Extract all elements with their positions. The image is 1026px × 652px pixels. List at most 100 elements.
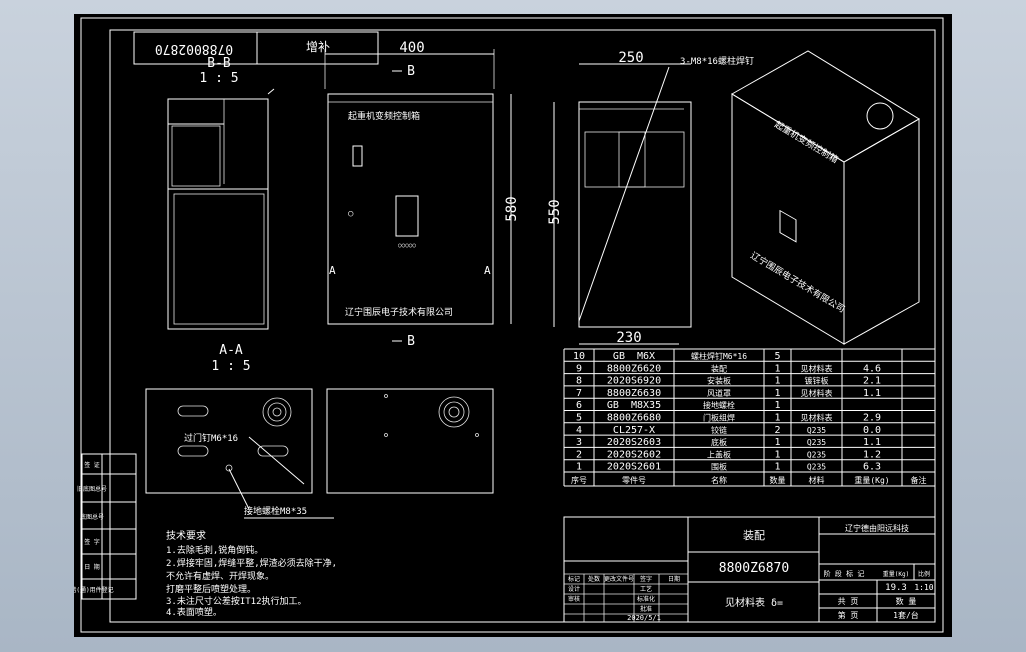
section-a-right: A xyxy=(484,264,491,277)
bom-cell-qty: 1 xyxy=(774,363,780,374)
qty-label: 数 量 xyxy=(896,596,917,606)
bom-cell-qty: 1 xyxy=(774,400,780,411)
rev-header-4: 日期 xyxy=(668,575,680,583)
section-bb-scale: 1 : 5 xyxy=(199,71,238,86)
title-block: 标记 处数 更改文件号 签字 日期 设计 审核 工艺 标准化 批准 2020/5… xyxy=(563,516,936,623)
bom-cell-no: 8 xyxy=(576,376,582,387)
left-strip: 签 证 旧底图总号 底图总号 签 字 日 期 借(通)用件登记 xyxy=(74,453,137,600)
section-a-left: A xyxy=(329,264,336,277)
bom-header-weight: 重量(Kg) xyxy=(854,475,889,485)
title-name: 装配 xyxy=(743,529,765,542)
bom-cell-no: 2 xyxy=(576,449,582,460)
bom-cell-no: 9 xyxy=(576,363,582,374)
strip-label-2: 底图总号 xyxy=(80,513,104,521)
bom-cell-weight: 6.3 xyxy=(863,462,881,473)
bom-cell-code: 2020S6920 xyxy=(607,376,661,387)
dim-front-height: 580 xyxy=(504,196,520,221)
tech-line-3: 打磨平整后喷塑处理。 xyxy=(166,583,256,595)
strip-label-5: 借(通)用件登记 xyxy=(74,586,114,594)
section-aa-scale: 1 : 5 xyxy=(211,359,250,374)
rev-header-2: 更改文件号 xyxy=(604,575,634,583)
svg-text:○○○○○: ○○○○○ xyxy=(398,242,416,249)
bom-cell-name: 围板 xyxy=(711,462,727,472)
svg-text:○: ○ xyxy=(348,209,354,219)
bom-cell-qty: 1 xyxy=(774,388,780,399)
stage-label: 阶 段 标 记 xyxy=(824,569,865,578)
dim-side-bottom: 230 xyxy=(616,330,641,346)
strip-label-3: 签 字 xyxy=(84,538,100,546)
section-bb-view: B-B 1 : 5 xyxy=(167,56,275,330)
bom-cell-no: 3 xyxy=(576,437,582,448)
bom-cell-code: GB_ M8X35 xyxy=(607,400,661,411)
bom-cell-no: 5 xyxy=(576,413,582,424)
bom-cell-material: Q235 xyxy=(807,463,826,472)
dim-side-width: 250 xyxy=(618,50,643,66)
bom-header-name: 名称 xyxy=(711,475,727,485)
bom-cell-material: Q235 xyxy=(807,450,826,459)
strip-label-1: 旧底图总号 xyxy=(77,485,107,493)
title-date: 2020/5/1 xyxy=(627,614,661,622)
outer-frame xyxy=(80,17,944,633)
bom-cell-code: GB_ M6X xyxy=(613,351,655,362)
tech-line-5: 4.表面喷塑。 xyxy=(166,606,222,618)
bom-cell-code: 8800Z6680 xyxy=(607,413,661,424)
bom-cell-no: 1 xyxy=(576,462,582,473)
bom-cell-code: 8800Z6630 xyxy=(607,388,661,399)
role-4: 批准 xyxy=(640,605,652,613)
rev-header-1: 处数 xyxy=(588,575,600,583)
section-aa-view: A-A 1 : 5 过门钉M6*16 接地螺栓M8*35 xyxy=(145,343,334,519)
bom-header-qty: 数量 xyxy=(770,475,786,485)
iso-title: 起重机变频控制箱 xyxy=(772,118,840,165)
bom-cell-weight: 1.2 xyxy=(863,449,881,460)
cad-drawing: 0788002870 增补 B-B 1 : 5 400 B 起重机变频控制箱 ○… xyxy=(74,17,944,633)
bom-cell-qty: 1 xyxy=(774,437,780,448)
tech-heading: 技术要求 xyxy=(166,529,206,542)
title-company: 辽宁德由阳远科技 xyxy=(845,523,909,533)
bom-cell-name: 风道罩 xyxy=(707,388,731,398)
title-material: 见材料表 δ= xyxy=(725,596,783,609)
bom-cell-qty: 5 xyxy=(774,351,780,362)
side-view: 250 3-M8*16螺柱焊钉 550 230 xyxy=(547,50,754,346)
section-aa-label: A-A xyxy=(219,343,243,358)
side-callout: 3-M8*16螺柱焊钉 xyxy=(680,55,754,67)
title-drawing-no: 8800Z6870 xyxy=(719,561,789,576)
bom-cell-weight: 4.6 xyxy=(863,363,881,374)
bom-cell-name: 安装板 xyxy=(707,376,731,386)
bom-cell-qty: 2 xyxy=(774,425,780,436)
section-bb-label: B-B xyxy=(207,56,231,71)
bom-cell-weight: 2.1 xyxy=(863,376,881,387)
bom-cell-name: 装配 xyxy=(711,363,727,373)
cabinet-title: 起重机变频控制箱 xyxy=(348,110,420,122)
weight-label: 重量(Kg) xyxy=(883,570,909,578)
bom-cell-name: 接地螺栓 xyxy=(703,400,735,410)
corner-label: 增补 xyxy=(306,40,330,54)
scale-label: 比例 xyxy=(918,570,930,578)
section-b-arrow-bottom: B xyxy=(407,334,415,349)
dim-side-height: 550 xyxy=(547,199,563,224)
strip-label-4: 日 期 xyxy=(84,563,100,571)
bom-cell-weight: 1.1 xyxy=(863,388,881,399)
bom-cell-name: 螺柱焊钉M6*16 xyxy=(691,351,747,361)
corner-stamp: 0788002870 增补 xyxy=(133,31,379,65)
bom-cell-code: 2020S2602 xyxy=(607,449,661,460)
isometric-view: 起重机变频控制箱 辽宁围辰电子技术有限公司 xyxy=(731,50,920,345)
bom-cell-qty: 1 xyxy=(774,449,780,460)
drawing-sheet: 0788002870 增补 B-B 1 : 5 400 B 起重机变频控制箱 ○… xyxy=(74,14,952,637)
rev-header-3: 签字 xyxy=(640,575,652,583)
sheets-label: 共 页 xyxy=(838,597,859,606)
callout-bottom-stud: 过门钉M6*16 xyxy=(184,432,238,444)
role-3: 标准化 xyxy=(637,595,655,603)
bom-cell-name: 底板 xyxy=(711,437,727,447)
page-label: 第 页 xyxy=(838,610,859,620)
bom-cell-no: 6 xyxy=(576,400,582,411)
title-weight: 19.3 xyxy=(885,583,907,593)
bom-cell-no: 7 xyxy=(576,388,582,399)
dim-front-width: 400 xyxy=(399,40,424,56)
bom-cell-name: 铰链 xyxy=(711,425,727,435)
bom-header-no: 序号 xyxy=(571,475,587,485)
rev-header-0: 标记 xyxy=(568,575,580,583)
tech-line-0: 1.去除毛刺,锐角倒钝。 xyxy=(166,544,263,556)
bom-cell-material: 见材料表 xyxy=(801,388,833,398)
bom-cell-code: 2020S2601 xyxy=(607,462,661,473)
title-scale: 1:10 xyxy=(914,583,933,592)
